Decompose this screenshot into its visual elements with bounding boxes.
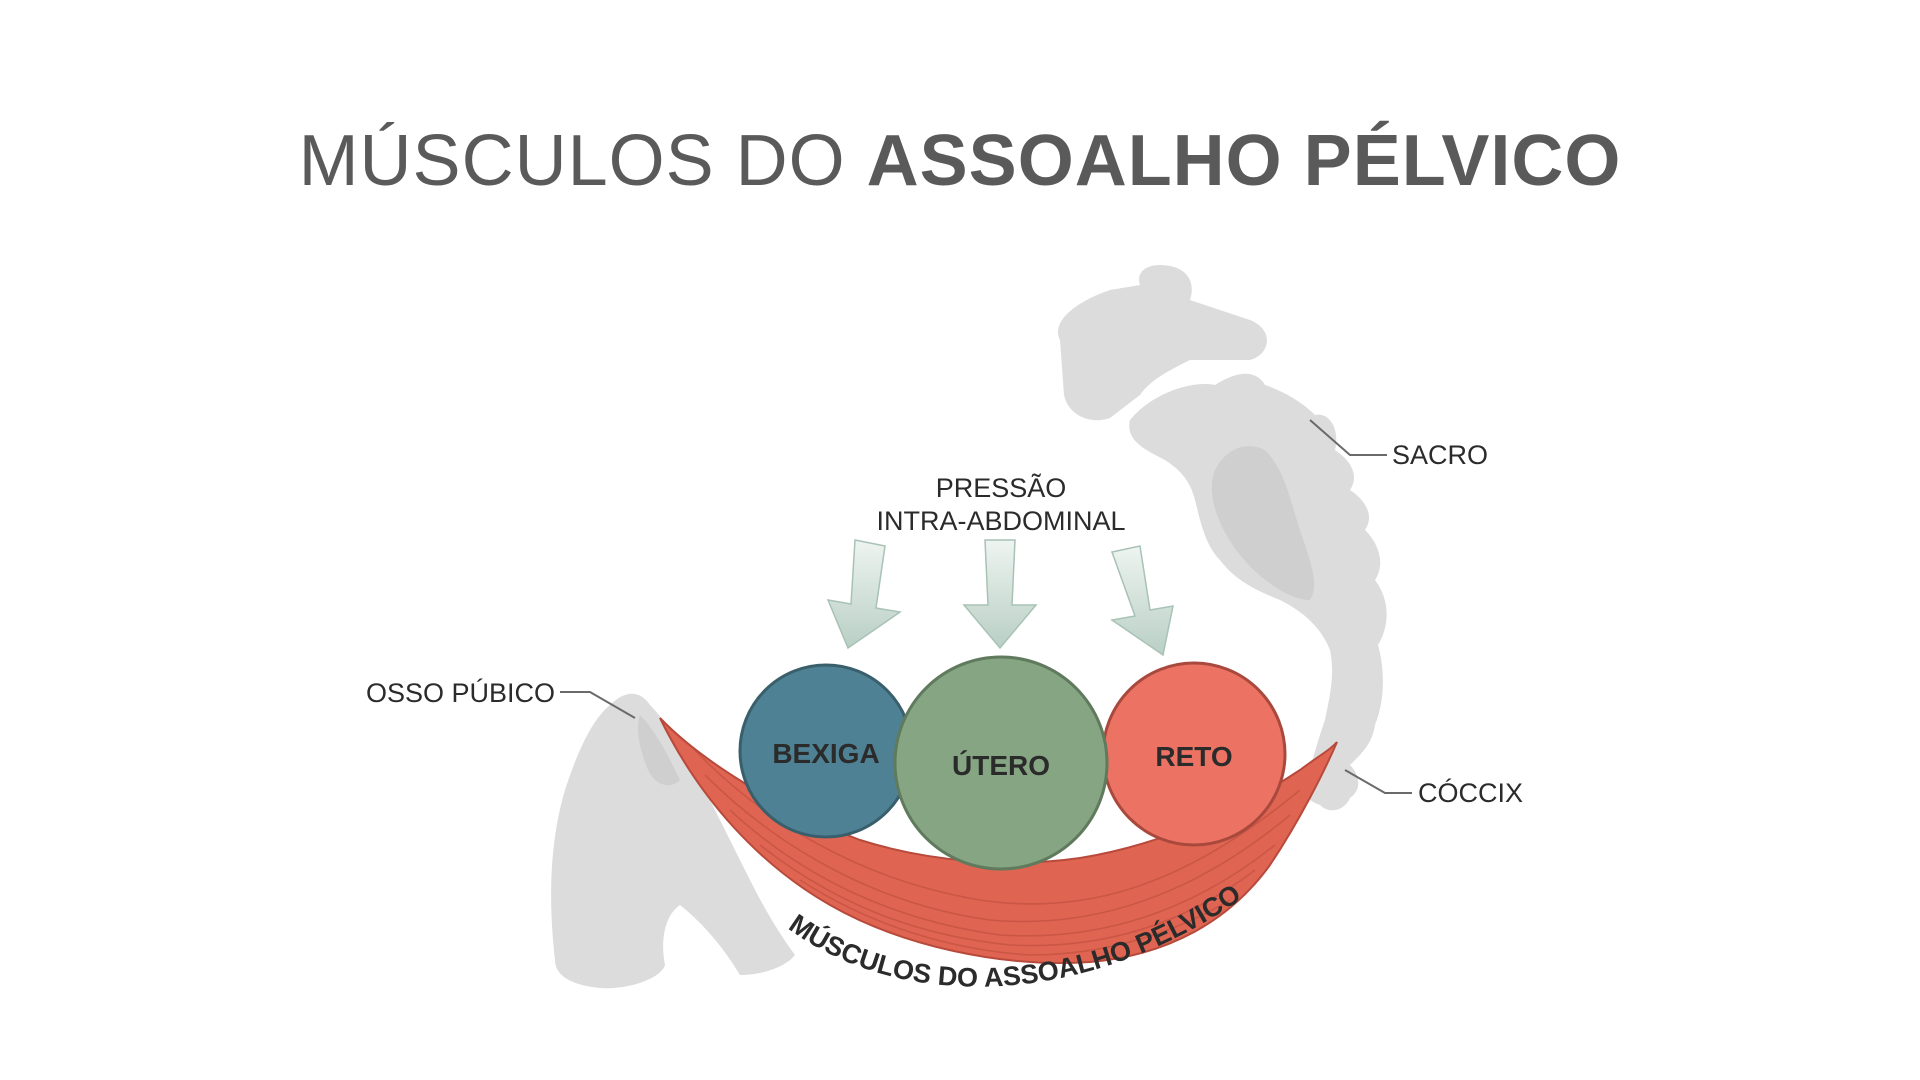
- sacrum-bone: [1129, 373, 1387, 811]
- leader-lines: [560, 419, 1412, 794]
- sacrum-top-bone: [1058, 264, 1267, 421]
- pubic-leader-line: [560, 691, 636, 719]
- sacrum-label: SACRO: [1392, 440, 1488, 470]
- pressure-arrow-left-icon: [826, 539, 902, 650]
- pressure-label-line1: PRESSÃO: [936, 472, 1067, 503]
- organ-uterus[interactable]: ÚTERO: [893, 655, 1109, 871]
- pubic-shading: [637, 715, 680, 786]
- sacrum-leader-line: [1309, 419, 1387, 456]
- title-light: MÚSCULOS DO: [298, 121, 867, 201]
- pressure-arrow-right-icon: [1110, 545, 1174, 657]
- organ-rectum[interactable]: RETO: [1101, 661, 1287, 847]
- coccyx-label: CÓCCIX: [1418, 777, 1523, 808]
- pelvic-floor-muscle[interactable]: [659, 717, 1338, 964]
- coccyx-leader-line: [1344, 769, 1412, 794]
- pubic-bone: [551, 693, 795, 989]
- pubic-bone-label: OSSO PÚBICO: [366, 677, 555, 708]
- pressure-label-line2: INTRA-ABDOMINAL: [876, 506, 1125, 536]
- sacrum-shading: [1211, 446, 1315, 600]
- uterus-circle: [893, 655, 1109, 871]
- organ-bladder[interactable]: BEXIGA: [738, 663, 914, 839]
- page-title: MÚSCULOS DO ASSOALHO PÉLVICO: [0, 120, 1920, 202]
- uterus-label: ÚTERO: [952, 750, 1050, 781]
- title-bold: ASSOALHO PÉLVICO: [866, 121, 1622, 201]
- pressure-arrows: [826, 539, 1174, 657]
- bladder-label: BEXIGA: [772, 738, 879, 769]
- pressure-arrow-center-icon: [962, 539, 1038, 650]
- rectum-label: RETO: [1155, 741, 1232, 772]
